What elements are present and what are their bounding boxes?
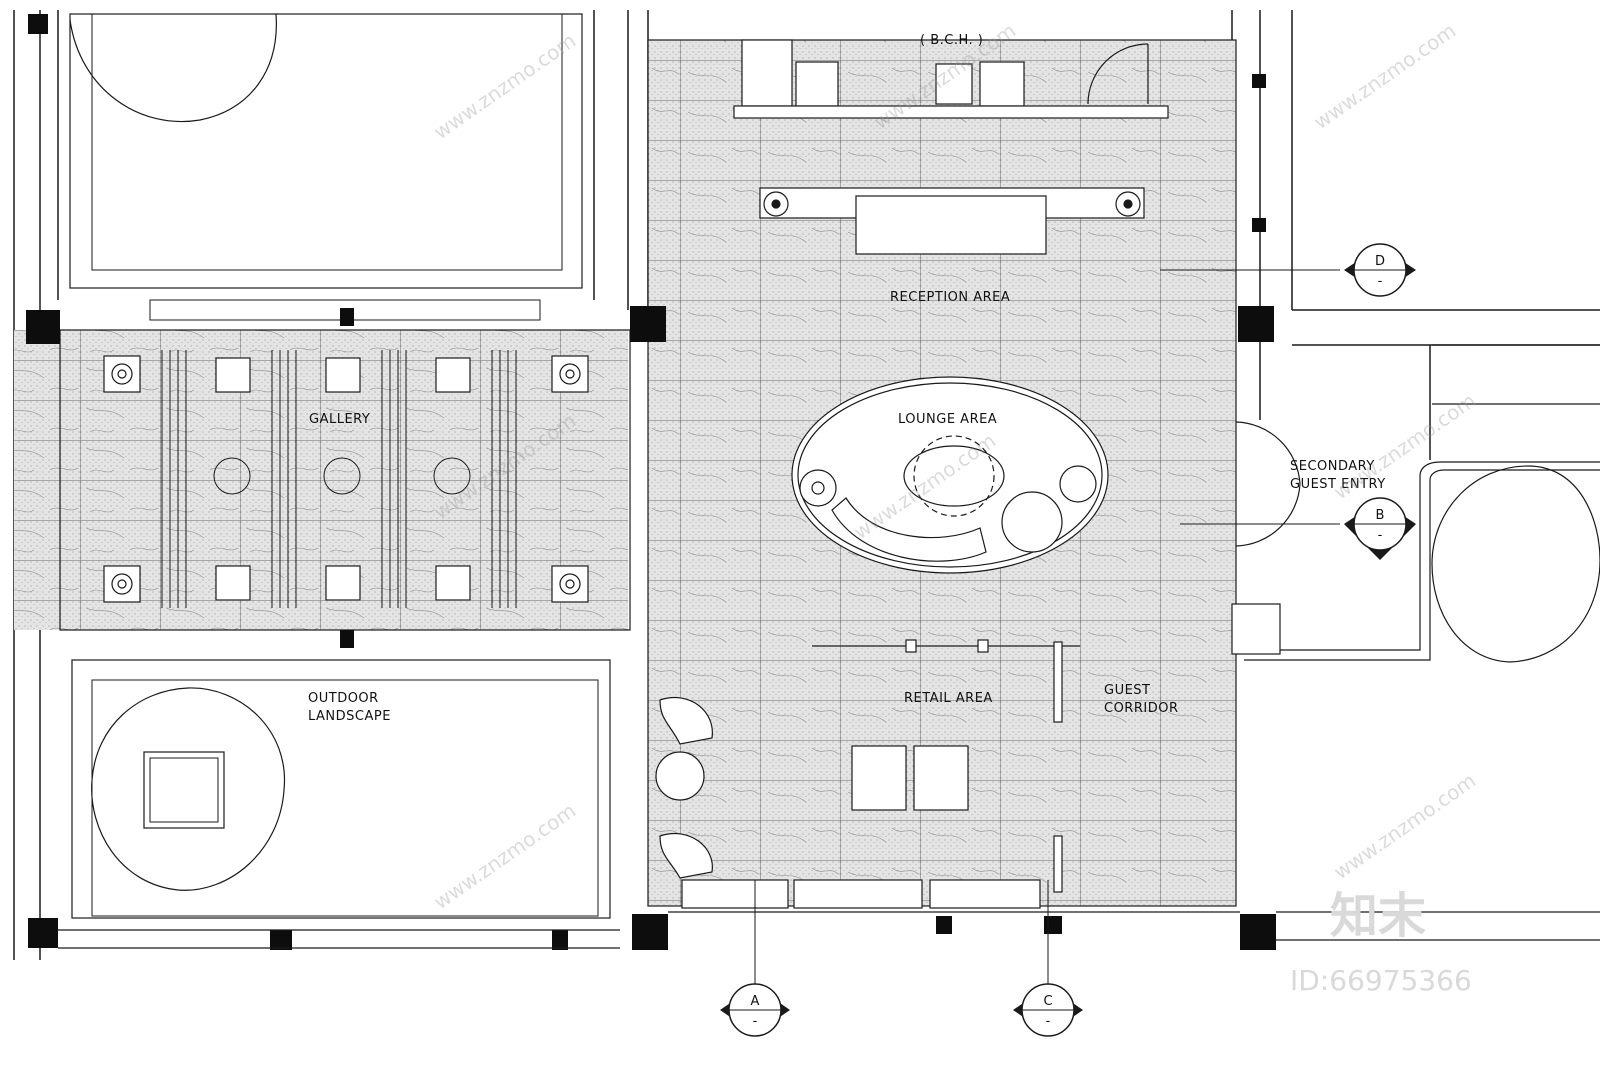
bch-counter [733, 39, 1169, 119]
section-marker-c-sub: - [1046, 1014, 1051, 1029]
brand-id: ID:66975366 [1290, 964, 1472, 997]
watermark-site: www.znzmo.com [429, 28, 580, 144]
label-secondary-entry-2: GUEST ENTRY [1290, 477, 1386, 492]
section-marker-a-sub: - [753, 1014, 758, 1029]
light-fixture-icon [103, 355, 589, 603]
section-marker-d[interactable]: D - [1344, 243, 1416, 297]
secondary-entry-door [1235, 421, 1301, 547]
section-marker-b-sub: - [1378, 528, 1383, 543]
section-marker-d-letter: D [1375, 254, 1385, 269]
watermark-site: www.znzmo.com [1309, 18, 1460, 134]
reception-desk [759, 187, 1145, 255]
section-marker-b[interactable]: B - [1344, 497, 1416, 560]
right-planter [1231, 344, 1600, 663]
watermark-site: www.znzmo.com [429, 798, 580, 914]
section-marker-c-letter: C [1043, 994, 1052, 1009]
section-leaders [754, 269, 1340, 985]
outdoor-landscape [71, 659, 611, 919]
section-marker-c[interactable]: C - [1013, 983, 1083, 1037]
section-marker-d-sub: - [1378, 274, 1383, 289]
retail-fixtures [655, 639, 1080, 909]
label-outdoor-2: LANDSCAPE [308, 709, 391, 724]
label-corridor-1: GUEST [1104, 683, 1151, 698]
tree-canopy-top [69, 13, 277, 122]
lounge-seating [791, 376, 1109, 574]
room-labels: ( B.C.H. ) RECEPTION AREA GALLERY LOUNGE… [308, 33, 1386, 724]
label-lounge: LOUNGE AREA [898, 412, 997, 427]
brand-logo: 知末 ID:66975366 [1290, 888, 1472, 997]
label-bch: ( B.C.H. ) [920, 33, 983, 48]
label-corridor-2: CORRIDOR [1104, 701, 1178, 716]
gallery-floor [14, 329, 631, 631]
label-outdoor-1: OUTDOOR [308, 691, 379, 706]
bottom-walls [58, 911, 1600, 949]
section-marker-b-letter: B [1376, 508, 1385, 523]
section-marker-a[interactable]: A - [720, 983, 790, 1037]
watermark-site: www.znzmo.com [1329, 768, 1480, 884]
section-marker-a-letter: A [751, 994, 760, 1009]
label-reception: RECEPTION AREA [890, 290, 1010, 305]
brand-name: 知末 [1330, 888, 1426, 944]
tree-canopy-right [1431, 465, 1600, 663]
tree-canopy [91, 687, 286, 891]
upper-courtyard [69, 13, 583, 321]
label-gallery: GALLERY [309, 412, 370, 427]
label-retail: RETAIL AREA [904, 691, 993, 706]
watermark-site: www.znzmo.com [1329, 388, 1480, 504]
label-secondary-entry-1: SECONDARY [1290, 459, 1375, 474]
